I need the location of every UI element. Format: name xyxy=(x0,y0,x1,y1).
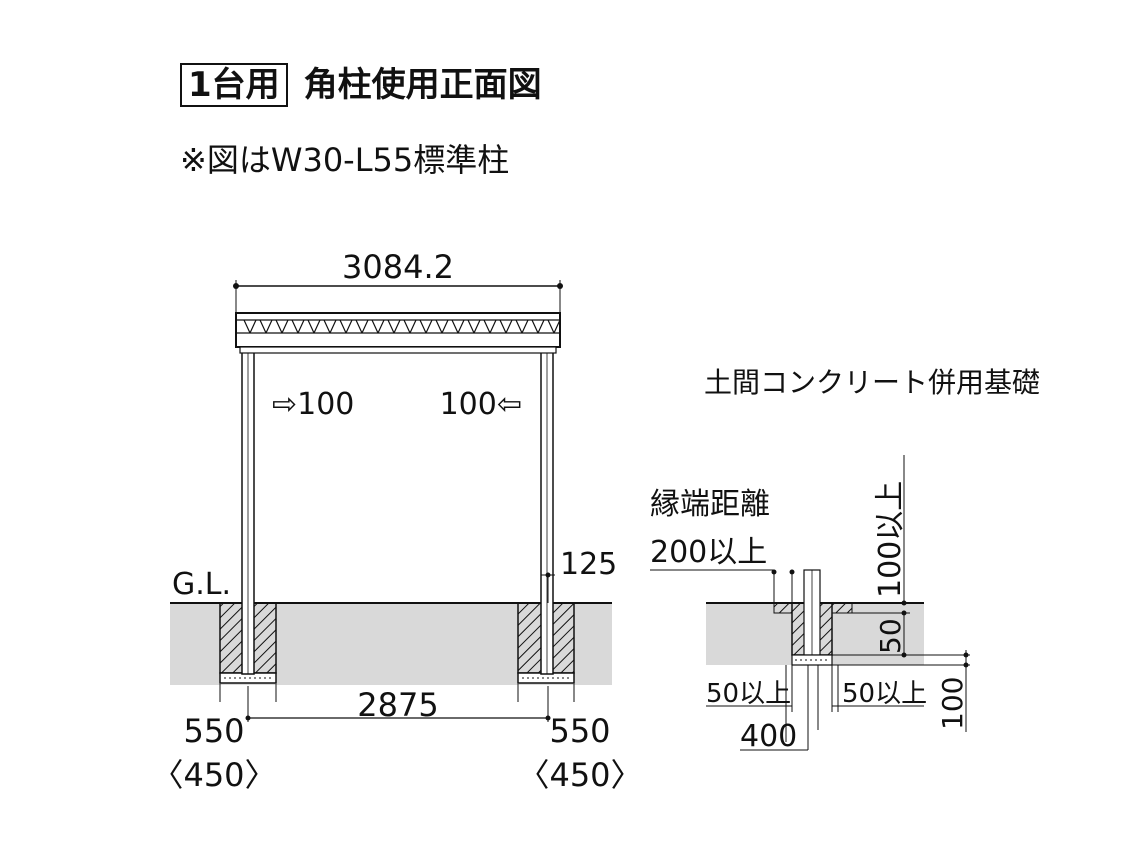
roof-rib xyxy=(419,319,433,334)
roof-rib xyxy=(243,319,257,334)
roof-ribs xyxy=(243,319,561,334)
inset-right-label: 100⇦ xyxy=(440,387,522,422)
total-width-label: 3084.2 xyxy=(342,248,454,286)
roof-rib xyxy=(499,319,513,334)
left-footing-label: 550 xyxy=(183,712,244,750)
roof-rib xyxy=(323,319,337,334)
roof-beam xyxy=(235,312,561,348)
roof-rib xyxy=(387,319,401,334)
roof-rib xyxy=(291,319,305,334)
roof-rib xyxy=(467,319,481,334)
slab-label: 50 xyxy=(874,618,907,654)
left-min-label: 50以上 xyxy=(706,679,791,709)
right-footing-alt-label: 〈450〉 xyxy=(517,756,642,794)
roof-rib xyxy=(371,319,385,334)
front-elevation: 3084.2 ⇨100 100⇦ 125 G.L. 2875 550 〈450〉… xyxy=(151,248,642,794)
edge-distance-value: 200以上 xyxy=(650,535,767,570)
title-main: 角柱使用正面図 xyxy=(303,65,542,105)
depth-top-label: 100以上 xyxy=(873,481,908,598)
ground-line-label: G.L. xyxy=(172,567,231,602)
roof-rib xyxy=(515,319,529,334)
roof-rib xyxy=(435,319,449,334)
roof-rib xyxy=(339,319,353,334)
edge-distance-label: 縁端距離 xyxy=(650,487,770,522)
roof-rib xyxy=(403,319,417,334)
roof-rib xyxy=(307,319,321,334)
roof-rib xyxy=(547,319,561,334)
right-footing-label: 550 xyxy=(549,712,610,750)
width-label: 400 xyxy=(740,719,797,754)
span-label: 2875 xyxy=(357,686,438,724)
right-min-label: 50以上 xyxy=(842,679,927,709)
subtitle: ※図はW30-L55標準柱 xyxy=(180,141,510,179)
title-box-label: 1台用 xyxy=(180,63,288,107)
roof-rib xyxy=(355,319,369,334)
roof-rib xyxy=(275,319,289,334)
roof-rib xyxy=(451,319,465,334)
foundation-detail: 土間コンクリート併用基礎 縁端距離 200以上 100以上 50 xyxy=(650,366,1040,754)
bottom-label: 100 xyxy=(936,677,969,730)
roof-rib xyxy=(483,319,497,334)
left-footing-alt-label: 〈450〉 xyxy=(151,756,276,794)
height-125-label: 125 xyxy=(560,547,617,582)
inset-left-label: ⇨100 xyxy=(272,387,354,422)
foundation-title: 土間コンクリート併用基礎 xyxy=(704,366,1040,399)
roof-rib xyxy=(259,319,273,334)
gutter xyxy=(239,346,557,354)
roof-rib xyxy=(531,319,545,334)
title-block: 1台用 角柱使用正面図 xyxy=(180,62,542,108)
